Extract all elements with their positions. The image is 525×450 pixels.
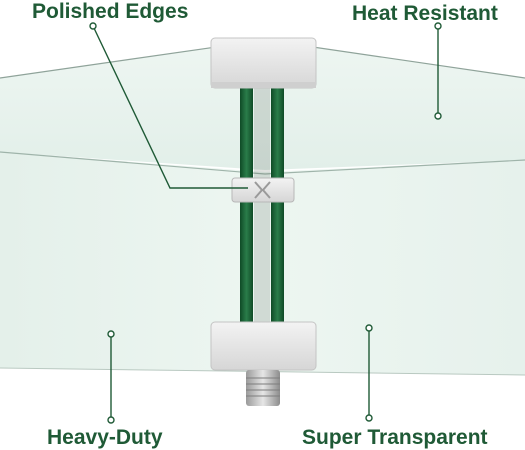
label-super-transparent: Super Transparent — [302, 426, 488, 449]
green-rod-right — [271, 82, 284, 326]
callout-heat-resistant — [434, 22, 442, 120]
back-glass-panel — [0, 40, 525, 170]
callout-heavy-duty — [107, 330, 115, 424]
green-rod-left — [240, 82, 253, 326]
callout-polished-edges — [89, 22, 248, 189]
front-glass-top-edge — [0, 151, 525, 175]
bottom-bracket — [210, 321, 317, 371]
top-bracket — [210, 37, 317, 89]
callout-super-transparent — [365, 324, 373, 422]
label-heat-resistant: Heat Resistant — [352, 2, 498, 25]
knurled-foot — [246, 370, 280, 406]
front-glass-panel — [0, 152, 525, 375]
label-heavy-duty: Heavy-Duty — [47, 426, 163, 449]
label-polished-edges: Polished Edges — [32, 0, 189, 23]
